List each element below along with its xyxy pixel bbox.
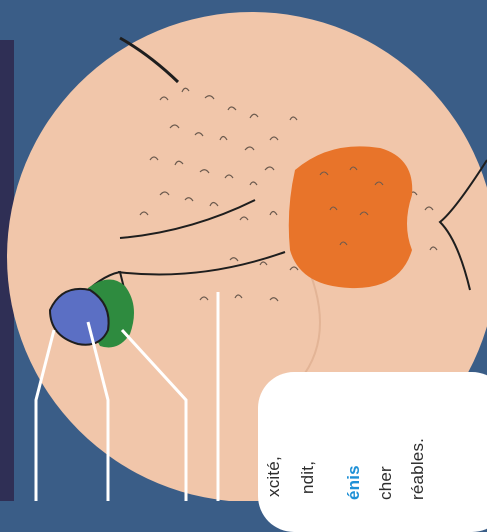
caption-line-3: énis bbox=[344, 465, 364, 500]
caption-line-1: xcité, bbox=[264, 456, 284, 497]
caption-line-5: réables. bbox=[408, 438, 428, 500]
caption-line-2: ndit, bbox=[298, 461, 318, 494]
caption-line-4: cher bbox=[376, 466, 396, 500]
anus-shape bbox=[289, 146, 412, 288]
caption-card: xcité, ndit, énis cher réables. bbox=[258, 372, 487, 532]
